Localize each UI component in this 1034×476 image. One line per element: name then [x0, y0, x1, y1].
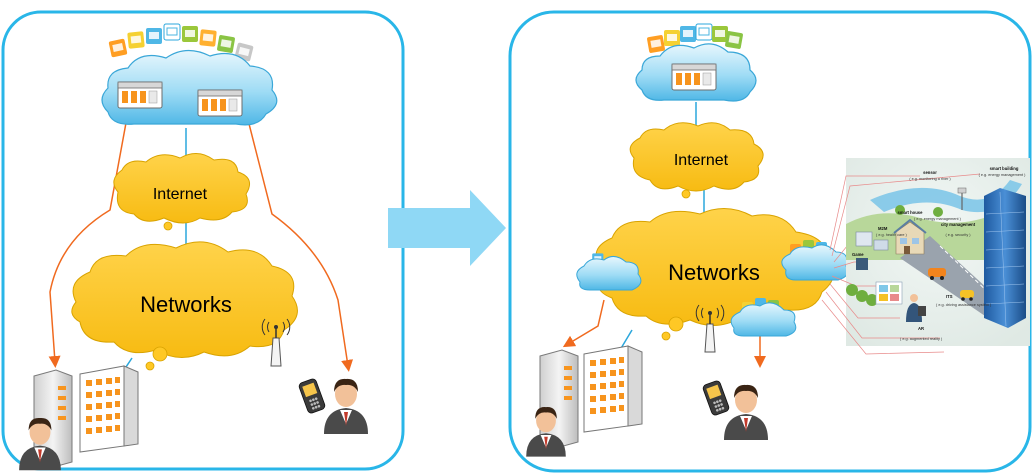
- right-datacenter-cloud: [635, 23, 757, 102]
- left-enterprise: [19, 365, 139, 471]
- label-m2m-sub: ( e.g. health care ): [876, 233, 908, 237]
- edge-cloud-bottom: [730, 298, 797, 337]
- label-city-management-sub: ( e.g. security ): [945, 233, 971, 237]
- city-user-icon: [906, 294, 926, 322]
- game-screen: [856, 258, 868, 270]
- road: [900, 236, 1000, 318]
- right-enterprise: [526, 345, 643, 457]
- office-building-icon: [79, 365, 139, 453]
- right-networks-label: Networks: [668, 260, 760, 285]
- edge-cloud-left: [576, 253, 642, 291]
- left-datacenter-cloud: [101, 23, 278, 126]
- label-smart-house-title: smart house: [898, 210, 924, 215]
- right-panel: Internet Networks: [508, 10, 1032, 473]
- label-ar-sub: ( e.g. augmented reality ): [900, 337, 943, 341]
- office-building-icon: [583, 345, 643, 433]
- car-icon: [928, 268, 946, 280]
- label-ar-title: AR: [918, 326, 924, 331]
- label-sensor-title: sensor: [923, 170, 937, 175]
- left-orange-route-right: [245, 111, 354, 372]
- label-its-sub: ( e.g. driving assistance system ): [936, 303, 992, 307]
- left-networks-cloud: Networks: [71, 241, 298, 371]
- arrow-right-icon: [388, 190, 506, 266]
- left-internet-label: Internet: [153, 186, 208, 203]
- sensor-pole: [957, 187, 967, 210]
- server-icon: [671, 63, 717, 91]
- server-icon: [197, 89, 243, 117]
- label-smart-house-sub: ( e.g. energy management ): [914, 217, 962, 221]
- smart-city-illustration: sensor ( e.g. monitoring a river ) smart…: [821, 158, 1030, 355]
- right-internet-cloud: Internet: [629, 122, 764, 199]
- label-city-management-title: city management: [941, 222, 976, 227]
- city-labels: sensor ( e.g. monitoring a river ) smart…: [852, 166, 1026, 341]
- right-networks-cloud: Networks: [595, 208, 835, 341]
- ar-panel: [875, 281, 903, 305]
- smart-house: [893, 218, 927, 255]
- smart-building: [984, 188, 1026, 328]
- label-its-title: ITS: [946, 294, 953, 299]
- server-icon: [117, 81, 163, 109]
- label-sensor-sub: ( e.g. monitoring a river ): [909, 177, 951, 181]
- label-smart-building-sub: ( e.g. energy management ): [979, 173, 1027, 177]
- right-orange-route-left: [562, 299, 605, 348]
- car-icon: [960, 290, 974, 301]
- m2m-device: [855, 231, 889, 251]
- left-panel: Internet Networks: [1, 10, 405, 471]
- label-m2m-title: M2M: [878, 226, 888, 231]
- right-internet-label: Internet: [674, 152, 729, 169]
- left-internet-cloud: Internet: [113, 153, 251, 231]
- left-orange-route-left: [48, 111, 129, 368]
- left-networks-label: Networks: [140, 292, 232, 317]
- label-game: Game: [852, 252, 864, 257]
- label-smart-building-title: smart building: [990, 166, 1019, 171]
- edge-cloud-right: [781, 240, 849, 281]
